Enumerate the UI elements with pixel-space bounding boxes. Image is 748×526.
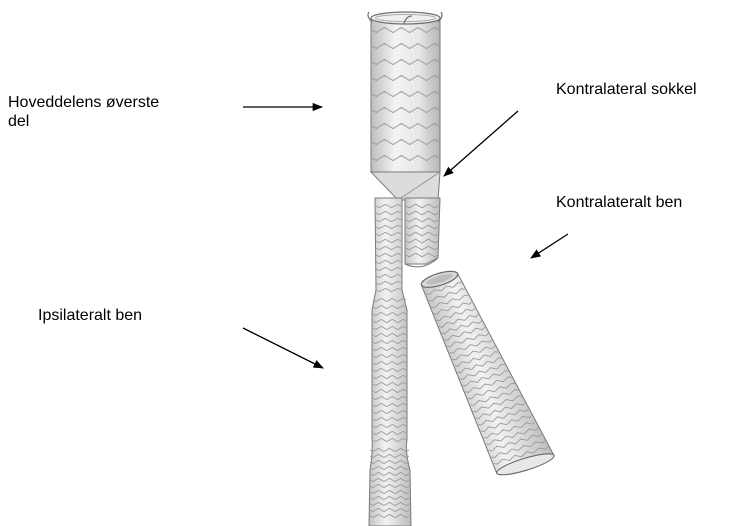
arrow-contralateral-leg: [531, 234, 568, 258]
bifurcation: [371, 172, 440, 200]
contralateral-gate: [405, 198, 440, 267]
label-main-body-top-line1: Hoveddelens øverste: [8, 93, 159, 112]
label-contralateral-leg: Kontralateralt ben: [556, 193, 682, 212]
contralateral-limb: [420, 257, 556, 484]
label-ipsilateral-leg: Ipsilateralt ben: [38, 306, 142, 325]
arrow-contralateral-gate: [444, 111, 518, 176]
label-main-body-top: Hoveddelens øverste del: [8, 93, 159, 131]
main-body-upper: [368, 12, 442, 172]
arrow-ipsilateral-leg: [243, 328, 323, 368]
label-main-body-top-line2: del: [8, 112, 159, 131]
label-contralateral-gate: Kontralateral sokkel: [556, 80, 697, 99]
